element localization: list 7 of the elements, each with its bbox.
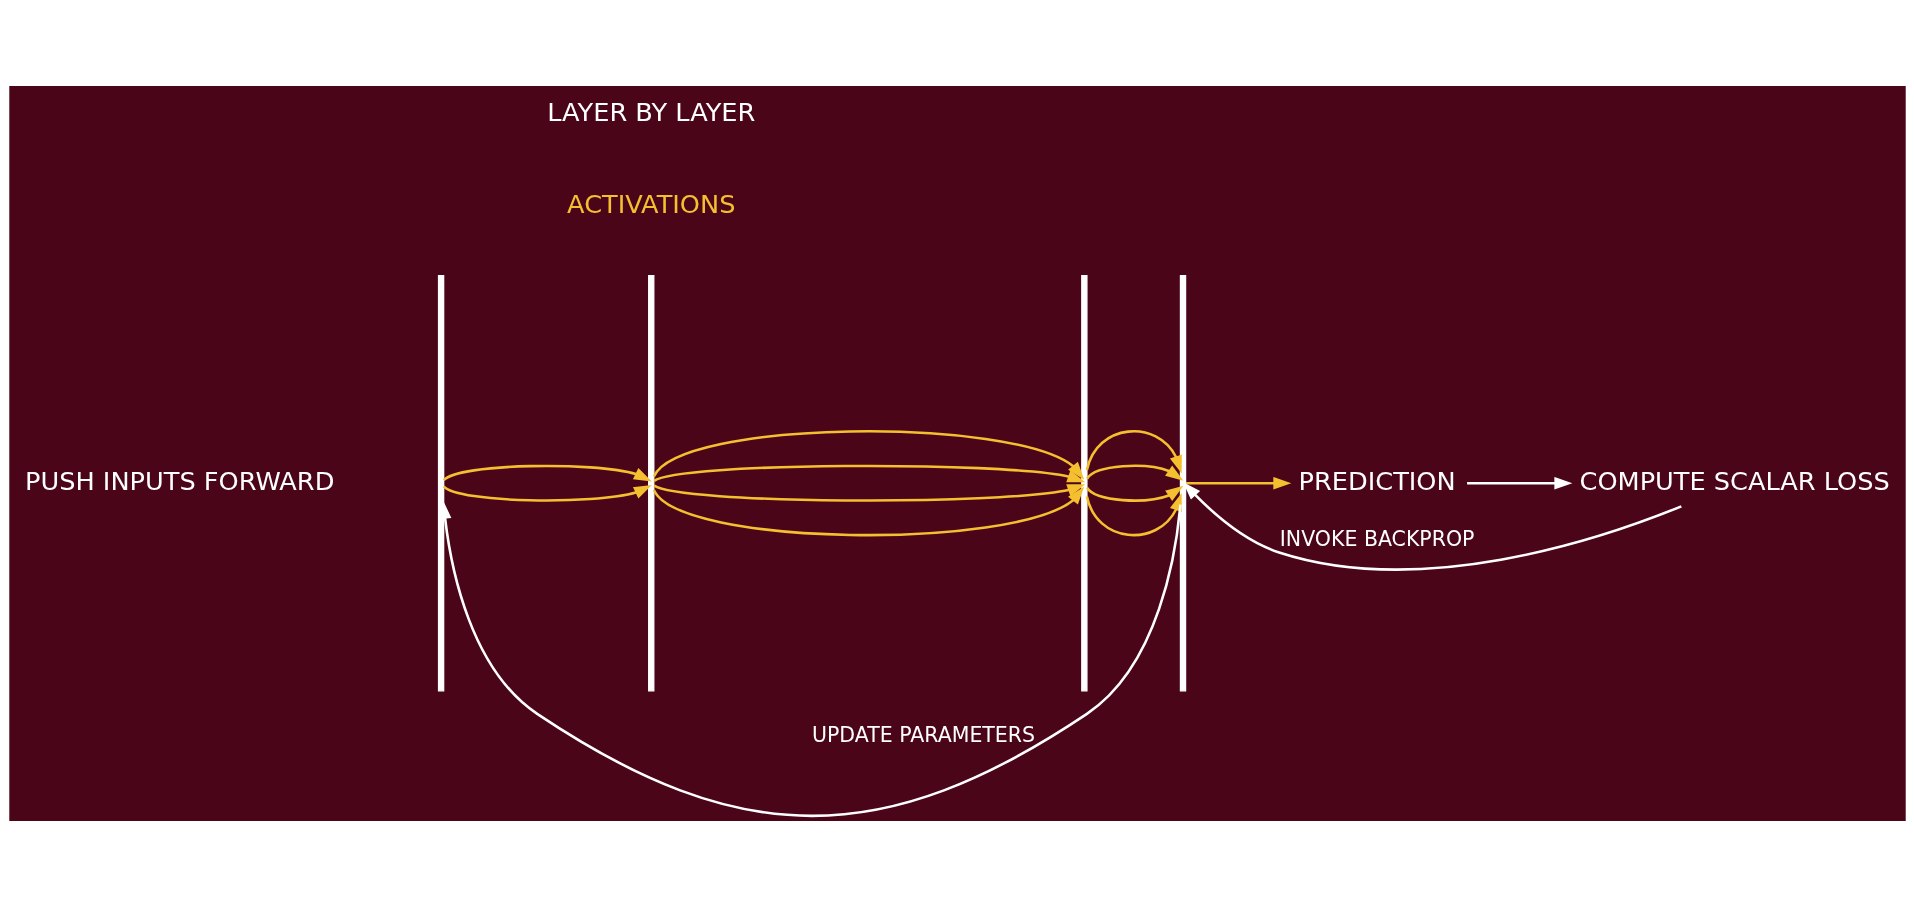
label: ACTIVATIONS	[566, 188, 735, 219]
edge-label: INVOKE BACKPROP	[1279, 526, 1474, 551]
node-text: PREDICTION	[1298, 465, 1456, 496]
label: LAYER BY LAYER	[546, 96, 755, 127]
edge-label: UPDATE PARAMETERS	[811, 722, 1035, 747]
node-text: PUSH INPUTS FORWARD	[24, 465, 334, 496]
node-text: COMPUTE SCALAR LOSS	[1579, 465, 1890, 496]
